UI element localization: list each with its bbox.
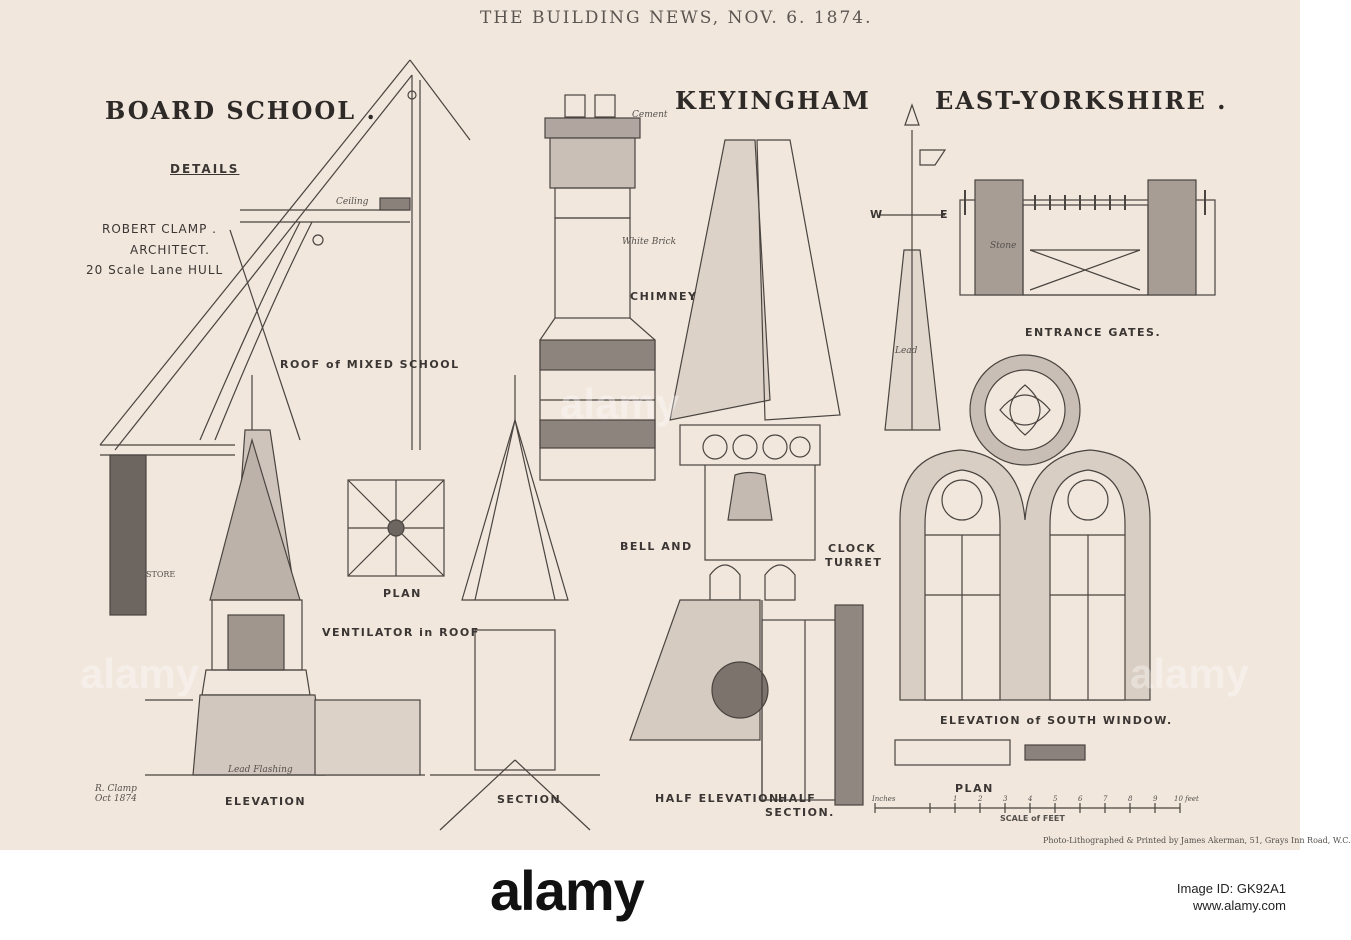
label-half-elevation: HALF ELEVATION. [655,792,786,805]
annotation-lead: Lead [895,346,918,356]
ventilator-plan-drawing [347,479,445,577]
architect-address: 20 Scale Lane HULL [86,263,224,277]
annotation-ceiling: Ceiling [336,197,369,207]
watermark-center: alamy [560,380,680,427]
ventilator-elevation-drawing [145,375,425,776]
weathervane-drawing [880,103,947,431]
watermark-left: alamy [80,650,200,697]
scale-tick-inches: Inches [872,795,896,803]
label-section-2: SECTION. [765,806,835,819]
stock-id-line1: Image ID: GK92A1 [1176,881,1286,896]
label-ventilator: VENTILATOR in ROOF [322,626,480,639]
label-elevation: ELEVATION [225,795,307,808]
label-window-plan: PLAN [955,782,994,795]
scale-bar [874,803,1181,813]
architect-name: ROBERT CLAMP . [102,222,217,236]
label-vent-plan: PLAN [383,587,422,600]
scale-tick-4: 4 [1028,795,1033,803]
scale-tick-10: 10 feet [1174,795,1199,803]
scale-tick-1: 1 [953,795,958,803]
label-entrance-gates: ENTRANCE GATES. [1025,326,1162,339]
scale-tick-7: 7 [1103,795,1108,803]
signature: R. Clamp Oct 1874 [95,784,137,804]
scale-tick-6: 6 [1078,795,1083,803]
south-window-drawing [894,354,1151,766]
roof-truss-drawing [99,59,471,616]
annotation-cement: Cement [632,110,668,120]
scale-tick-9: 9 [1153,795,1158,803]
label-section: SECTION [497,793,562,806]
annotation-stone: Stone [990,241,1017,251]
watermark-right: alamy [1130,650,1250,697]
chimney-drawing [539,94,656,481]
label-half: HALF [778,792,817,805]
architectural-drawing [99,59,1216,831]
details-label: DETAILS [170,162,240,176]
scale-tick-2: 2 [978,795,983,803]
compass-e: E [940,208,950,221]
stock-id: Image ID: GK92A1 www.alamy.com [1177,880,1286,914]
stock-footer: alamy Image ID: GK92A1 www.alamy.com [0,850,1300,940]
entrance-gates-drawing [959,179,1216,296]
stock-id-line2: www.alamy.com [1193,898,1286,913]
annotation-lead-flashing: Lead Flashing [228,765,293,775]
label-chimney: CHIMNEY [630,290,698,303]
alamy-logo: alamy [490,859,645,922]
printer-credit: Photo-Lithographed & Printed by James Ak… [1043,836,1351,845]
bell-clock-turret-drawing [629,139,864,806]
scale-tick-8: 8 [1128,795,1133,803]
label-clock: CLOCK [828,542,877,555]
ventilator-section-drawing [430,375,600,831]
publication-header: THE BUILDING NEWS, NOV. 6. 1874. [480,8,873,28]
title-east-yorkshire: EAST-YORKSHIRE . [935,86,1228,115]
scale-tick-3: 3 [1003,795,1008,803]
label-bell-and: BELL AND [620,540,693,553]
title-keyingham: KEYINGHAM [675,86,871,115]
label-turret: TURRET [825,556,883,569]
annotation-store: STORE [146,570,176,579]
scale-tick-5: 5 [1053,795,1058,803]
architect-role: ARCHITECT. [130,243,210,257]
label-south-window: ELEVATION of SOUTH WINDOW. [940,714,1173,727]
annotation-white-brick: White Brick [622,237,677,247]
title-board-school: BOARD SCHOOL . [105,96,377,125]
label-roof: ROOF of MIXED SCHOOL [280,358,460,371]
compass-w: W [870,208,884,221]
label-scale: SCALE of FEET [1000,814,1065,823]
